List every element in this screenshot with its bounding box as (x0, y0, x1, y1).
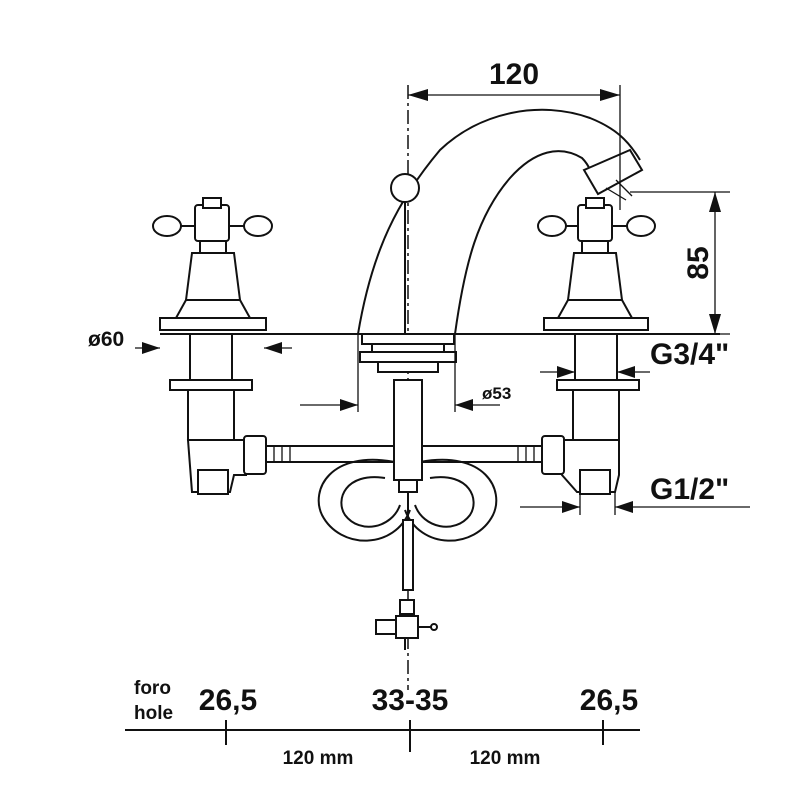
body-diameter-label: ø53 (482, 384, 511, 403)
left-hole-diameter: 26,5 (199, 684, 257, 717)
central-body (359, 333, 457, 650)
left-valve (152, 197, 273, 495)
hole-spacing-table: foro hole 26,5 33-35 26,5 120 mm 120 mm (125, 678, 640, 769)
right-hole-diameter: 26,5 (580, 684, 638, 717)
right-spacing-label: 120 mm (470, 748, 541, 769)
dimension-body-diameter: ø53 (300, 334, 511, 412)
dimension-thread-lower: G1/2" (520, 473, 750, 515)
center-hole-diameter: 33-35 (372, 684, 449, 717)
hole-label-foro: foro (134, 678, 171, 699)
spout (357, 108, 644, 335)
thread-upper-label: G3/4" (650, 338, 729, 371)
dimension-spout-reach: 120 (408, 58, 621, 210)
left-spacing-label: 120 mm (283, 748, 354, 769)
hose-loop (317, 459, 498, 542)
dimension-spout-height: 85 (630, 191, 730, 335)
rosette-diameter-label: ø60 (88, 328, 124, 351)
dimension-thread-upper: G3/4" (540, 338, 729, 378)
thread-lower-label: G1/2" (650, 473, 729, 506)
dimension-rosette-diameter: ø60 (88, 328, 292, 354)
hole-label-hole: hole (134, 703, 173, 724)
spout-height-label: 85 (682, 246, 715, 279)
lift-rod-knob (390, 173, 420, 334)
spout-reach-label: 120 (489, 58, 539, 91)
right-valve (537, 197, 656, 495)
